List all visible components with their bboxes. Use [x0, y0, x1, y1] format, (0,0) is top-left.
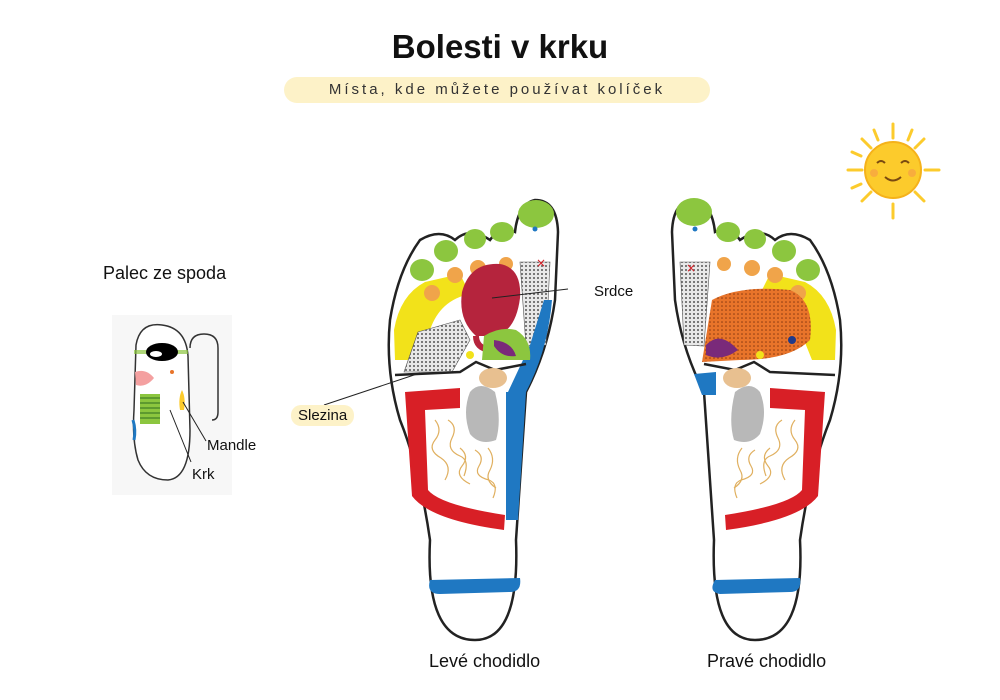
right-foot-diagram: ×	[670, 198, 843, 642]
spleen-label: Slezina	[291, 405, 355, 426]
thumb-heading: Palec ze spoda	[103, 263, 227, 283]
subtitle-pill: Místa, kde můžete používat kolíček	[284, 77, 710, 103]
left-foot-caption: Levé chodidlo	[429, 651, 541, 671]
page-title: Bolesti v krku	[391, 28, 609, 65]
neck-label: Krk	[192, 466, 215, 483]
sun-icon	[846, 122, 941, 220]
right-foot-caption: Pravé chodidlo	[707, 651, 827, 671]
heart-label: Srdce	[594, 283, 634, 300]
thumb-diagram	[112, 315, 232, 495]
svg-text:×: ×	[686, 261, 696, 275]
left-foot-diagram: ×	[323, 198, 569, 642]
svg-text:×: ×	[536, 256, 546, 270]
tonsils-label: Mandle	[207, 437, 257, 454]
